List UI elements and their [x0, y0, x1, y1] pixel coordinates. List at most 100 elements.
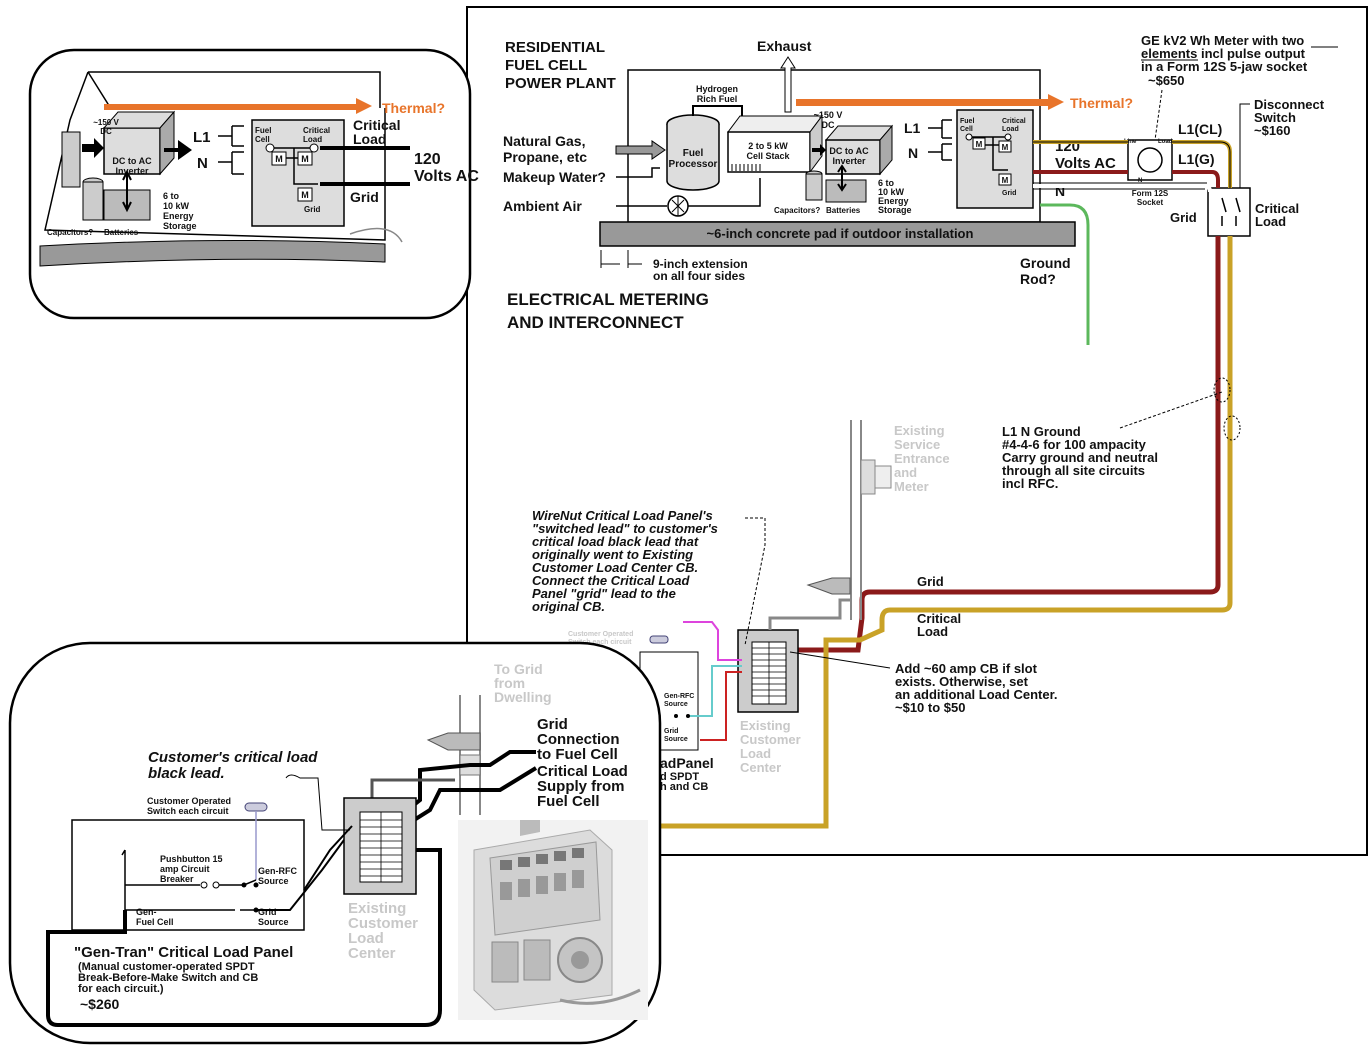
dc-voltage-1: ~150 V — [814, 110, 843, 120]
service-entrance-4: and — [894, 465, 917, 480]
add-cb-2: exists. Otherwise, set — [895, 674, 1029, 689]
ground-rod-label-2: Rod? — [1020, 271, 1056, 287]
l1-g-label: L1(G) — [1178, 151, 1215, 167]
wire-l1-g — [1033, 170, 1220, 188]
inset-stack-arrow — [82, 138, 104, 158]
grid-connection-3: to Fuel Cell — [537, 746, 618, 763]
bottom-existing-3: Load — [348, 930, 384, 947]
inverter-label-2: Inverter — [832, 156, 866, 166]
gentran-title: "Gen-Tran" Critical Load Panel — [74, 944, 293, 961]
to-grid-3: Dwelling — [494, 689, 552, 705]
cell-stack-label-1: 2 to 5 kW — [748, 141, 788, 151]
bottom-existing-1: Existing — [348, 900, 406, 917]
gentran-desc-3: for each circuit.) — [78, 983, 164, 995]
inset-critical-panel — [251, 119, 345, 227]
critical-wire-label-1: Critical — [917, 611, 961, 626]
panel-switch-2 — [1004, 133, 1012, 141]
critical-supply-3: Fuel Cell — [537, 793, 600, 810]
critical-supply-1: Critical Load — [537, 763, 628, 780]
gentran-to-center-wire-2 — [303, 825, 353, 891]
concrete-pad — [599, 221, 1076, 247]
hydrogen-label-1: Hydrogen — [696, 84, 738, 94]
to-grid-1: To Grid — [494, 661, 543, 677]
inset-ground-strip — [39, 239, 386, 267]
gen-rfc-1: Gen-RFC — [258, 866, 297, 876]
wire-neutral — [1033, 184, 1212, 193]
panel-switch-1 — [965, 133, 973, 141]
plant-title-1: RESIDENTIAL — [505, 39, 605, 56]
bottom-existing-2: Customer — [348, 915, 418, 932]
disconnect-leader — [1239, 103, 1250, 188]
grid-source-2: Source — [258, 917, 289, 927]
metering-title-1: ELECTRICAL METERING — [507, 290, 709, 309]
neutral-label: N — [1055, 183, 1065, 199]
metering-title-2: AND INTERCONNECT — [507, 313, 684, 332]
add-cb-3: an additional Load Center. — [895, 687, 1058, 702]
plant-title-3: POWER PLANT — [505, 75, 616, 92]
existing-center-3: Load — [740, 746, 771, 761]
disconnect-label-1: Disconnect — [1254, 97, 1325, 112]
disconnect-contacts — [1221, 197, 1241, 226]
wirenut-note-8: original CB. — [532, 599, 605, 614]
battery-arrow — [837, 164, 847, 192]
gentran-desc-1: (Manual customer-operated SPDT — [78, 961, 255, 973]
service-drop-wires — [768, 598, 851, 630]
critical-load-panel — [956, 109, 1034, 209]
gas-arrow — [615, 140, 666, 160]
inset-storage-2: 10 kW — [163, 201, 190, 211]
existing-center-2: Customer — [740, 732, 801, 747]
gen-fuel-2: Fuel Cell — [136, 917, 174, 927]
meter-title-4: ~$650 — [1148, 73, 1185, 88]
panel-fuel-cell-2: Cell — [960, 126, 973, 133]
inset-n-label: N — [197, 155, 208, 172]
existing-center-1: Existing — [740, 718, 791, 733]
small-terminal-1 — [686, 714, 690, 718]
input-natural-gas-2: Propane, etc — [503, 149, 587, 165]
socket-label-1: Form 12S — [1132, 189, 1169, 198]
wirenut-note-6: Connect the Critical Load — [532, 573, 691, 588]
meter-m-1 — [972, 137, 986, 150]
ground-rod-label-1: Ground — [1020, 255, 1071, 271]
service-mast — [850, 420, 862, 620]
thermal-arrow — [796, 94, 1064, 110]
customer-note-1: Customer's critical load — [148, 749, 318, 766]
switch-terminal-1 — [241, 882, 247, 888]
service-entrance-5: Meter — [894, 479, 929, 494]
inset-l1-label: L1 — [193, 129, 211, 146]
service-meter-box — [860, 459, 876, 495]
inset-out-arrow — [164, 140, 192, 160]
panel-fuel-cell-1: Fuel — [960, 118, 974, 125]
gentran-thick-wire — [46, 848, 442, 1027]
bottom-breaker-lines — [360, 812, 402, 882]
small-wire-magenta — [683, 621, 742, 661]
pad-label: ~6-inch concrete pad if outdoor installa… — [707, 226, 974, 241]
transfer-switch-photo — [458, 820, 648, 1020]
wire-spec-5: incl RFC. — [1002, 476, 1058, 491]
panel-critical-2: Load — [1002, 126, 1019, 133]
inset-m-3-label: M — [301, 190, 309, 200]
panel-grid-label: Grid — [1002, 190, 1016, 197]
stack-to-inverter-arrow — [812, 144, 826, 156]
wire-spec-leader — [1119, 391, 1223, 429]
cell-stack-label-2: Cell Stack — [746, 151, 790, 161]
inset-panel-wiring — [274, 147, 318, 185]
wirenut-leader — [744, 517, 766, 646]
meter-leader — [1154, 89, 1163, 141]
inset-m-1-label: M — [275, 154, 283, 164]
input-ambient-air: Ambient Air — [503, 198, 582, 214]
inverter-side — [879, 124, 893, 176]
panel-internal-wiring — [972, 136, 1008, 171]
wire-spec-3: Carry ground and neutral — [1002, 450, 1158, 465]
fuel-processor-label-2: Processor — [669, 159, 718, 170]
gentran-price: ~$260 — [80, 996, 120, 1012]
inset-volts-2: Volts AC — [414, 168, 479, 185]
critical-load-right-1: Critical — [1255, 201, 1299, 216]
disconnect-switch-box — [1207, 187, 1251, 237]
inset-wire-curve — [349, 227, 403, 243]
hydrogen-label-2: Rich Fuel — [697, 94, 738, 104]
customer-note-2: black lead. — [148, 765, 225, 782]
customer-operated-1: Customer Operated — [147, 796, 231, 806]
meter-title-2: elements incl pulse output — [1141, 46, 1306, 61]
inset-critical-load-1: Critical — [353, 117, 400, 133]
inset-enclosure-body — [44, 71, 386, 241]
